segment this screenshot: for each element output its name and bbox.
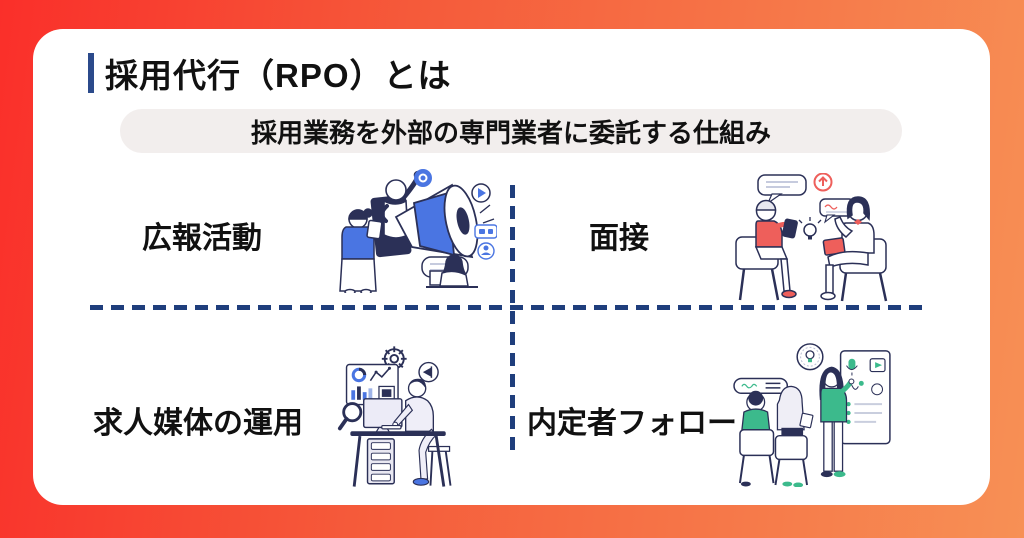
megaphone-badge-icon (418, 361, 439, 383)
laptop-woman-figure (426, 254, 478, 288)
lightbulb-icon (798, 217, 822, 240)
like-badge-icon (474, 224, 497, 239)
megaphone-icon (394, 183, 479, 259)
gear-icon (381, 346, 407, 372)
desk-analytics-illustration (337, 346, 452, 487)
interviewer-figure (820, 196, 888, 302)
chat-bubble-icon (819, 198, 855, 224)
blue-dot-badge-icon (414, 169, 432, 187)
bar-chart-icon (351, 390, 356, 400)
quadrant-label-followup: 内定者フォロー (527, 407, 737, 440)
definition-banner-text: 採用業務を外部の専門業者に委託する仕組み (250, 117, 771, 148)
seated-listener-middle-figure (774, 385, 814, 487)
vertical-dashed-divider (510, 185, 515, 452)
standing-woman-figure (339, 208, 383, 293)
whiteboard-presentation-illustration (733, 343, 891, 487)
magnifier-icon (337, 402, 363, 431)
lightbulb-badge-icon (796, 343, 824, 371)
quadrant-label-pr: 広報活動 (142, 222, 262, 255)
arrow-up-badge-icon (813, 173, 833, 192)
mic-icon (848, 358, 856, 370)
speech-bubble-icon (757, 174, 807, 205)
page-title: 採用代行（RPO）とは (105, 57, 452, 94)
whiteboard (839, 350, 891, 445)
play-button-icon (471, 183, 491, 203)
interview-illustration (735, 173, 888, 302)
line-chart-icon (369, 367, 391, 382)
quadrant-label-interview: 面接 (589, 222, 649, 255)
status-pill-icon (733, 377, 789, 395)
presenter-figure (819, 366, 855, 478)
definition-banner: 採用業務を外部の専門業者に委託する仕組み (120, 109, 902, 153)
desk (350, 431, 446, 487)
dashboard-chart-panel (345, 363, 399, 406)
megaphone-announcement-illustration (339, 169, 497, 293)
follower-badge-icon (477, 242, 495, 260)
seated-listener-left-figure (738, 390, 775, 487)
interviewee-figure (735, 199, 798, 301)
quadrant-label-job-media: 求人媒体の運用 (93, 407, 303, 440)
content-card: 採用代行（RPO）とは 採用業務を外部の専門業者に委託する仕組み 広報活動 面接… (33, 29, 990, 505)
title-accent-bar (88, 53, 94, 93)
